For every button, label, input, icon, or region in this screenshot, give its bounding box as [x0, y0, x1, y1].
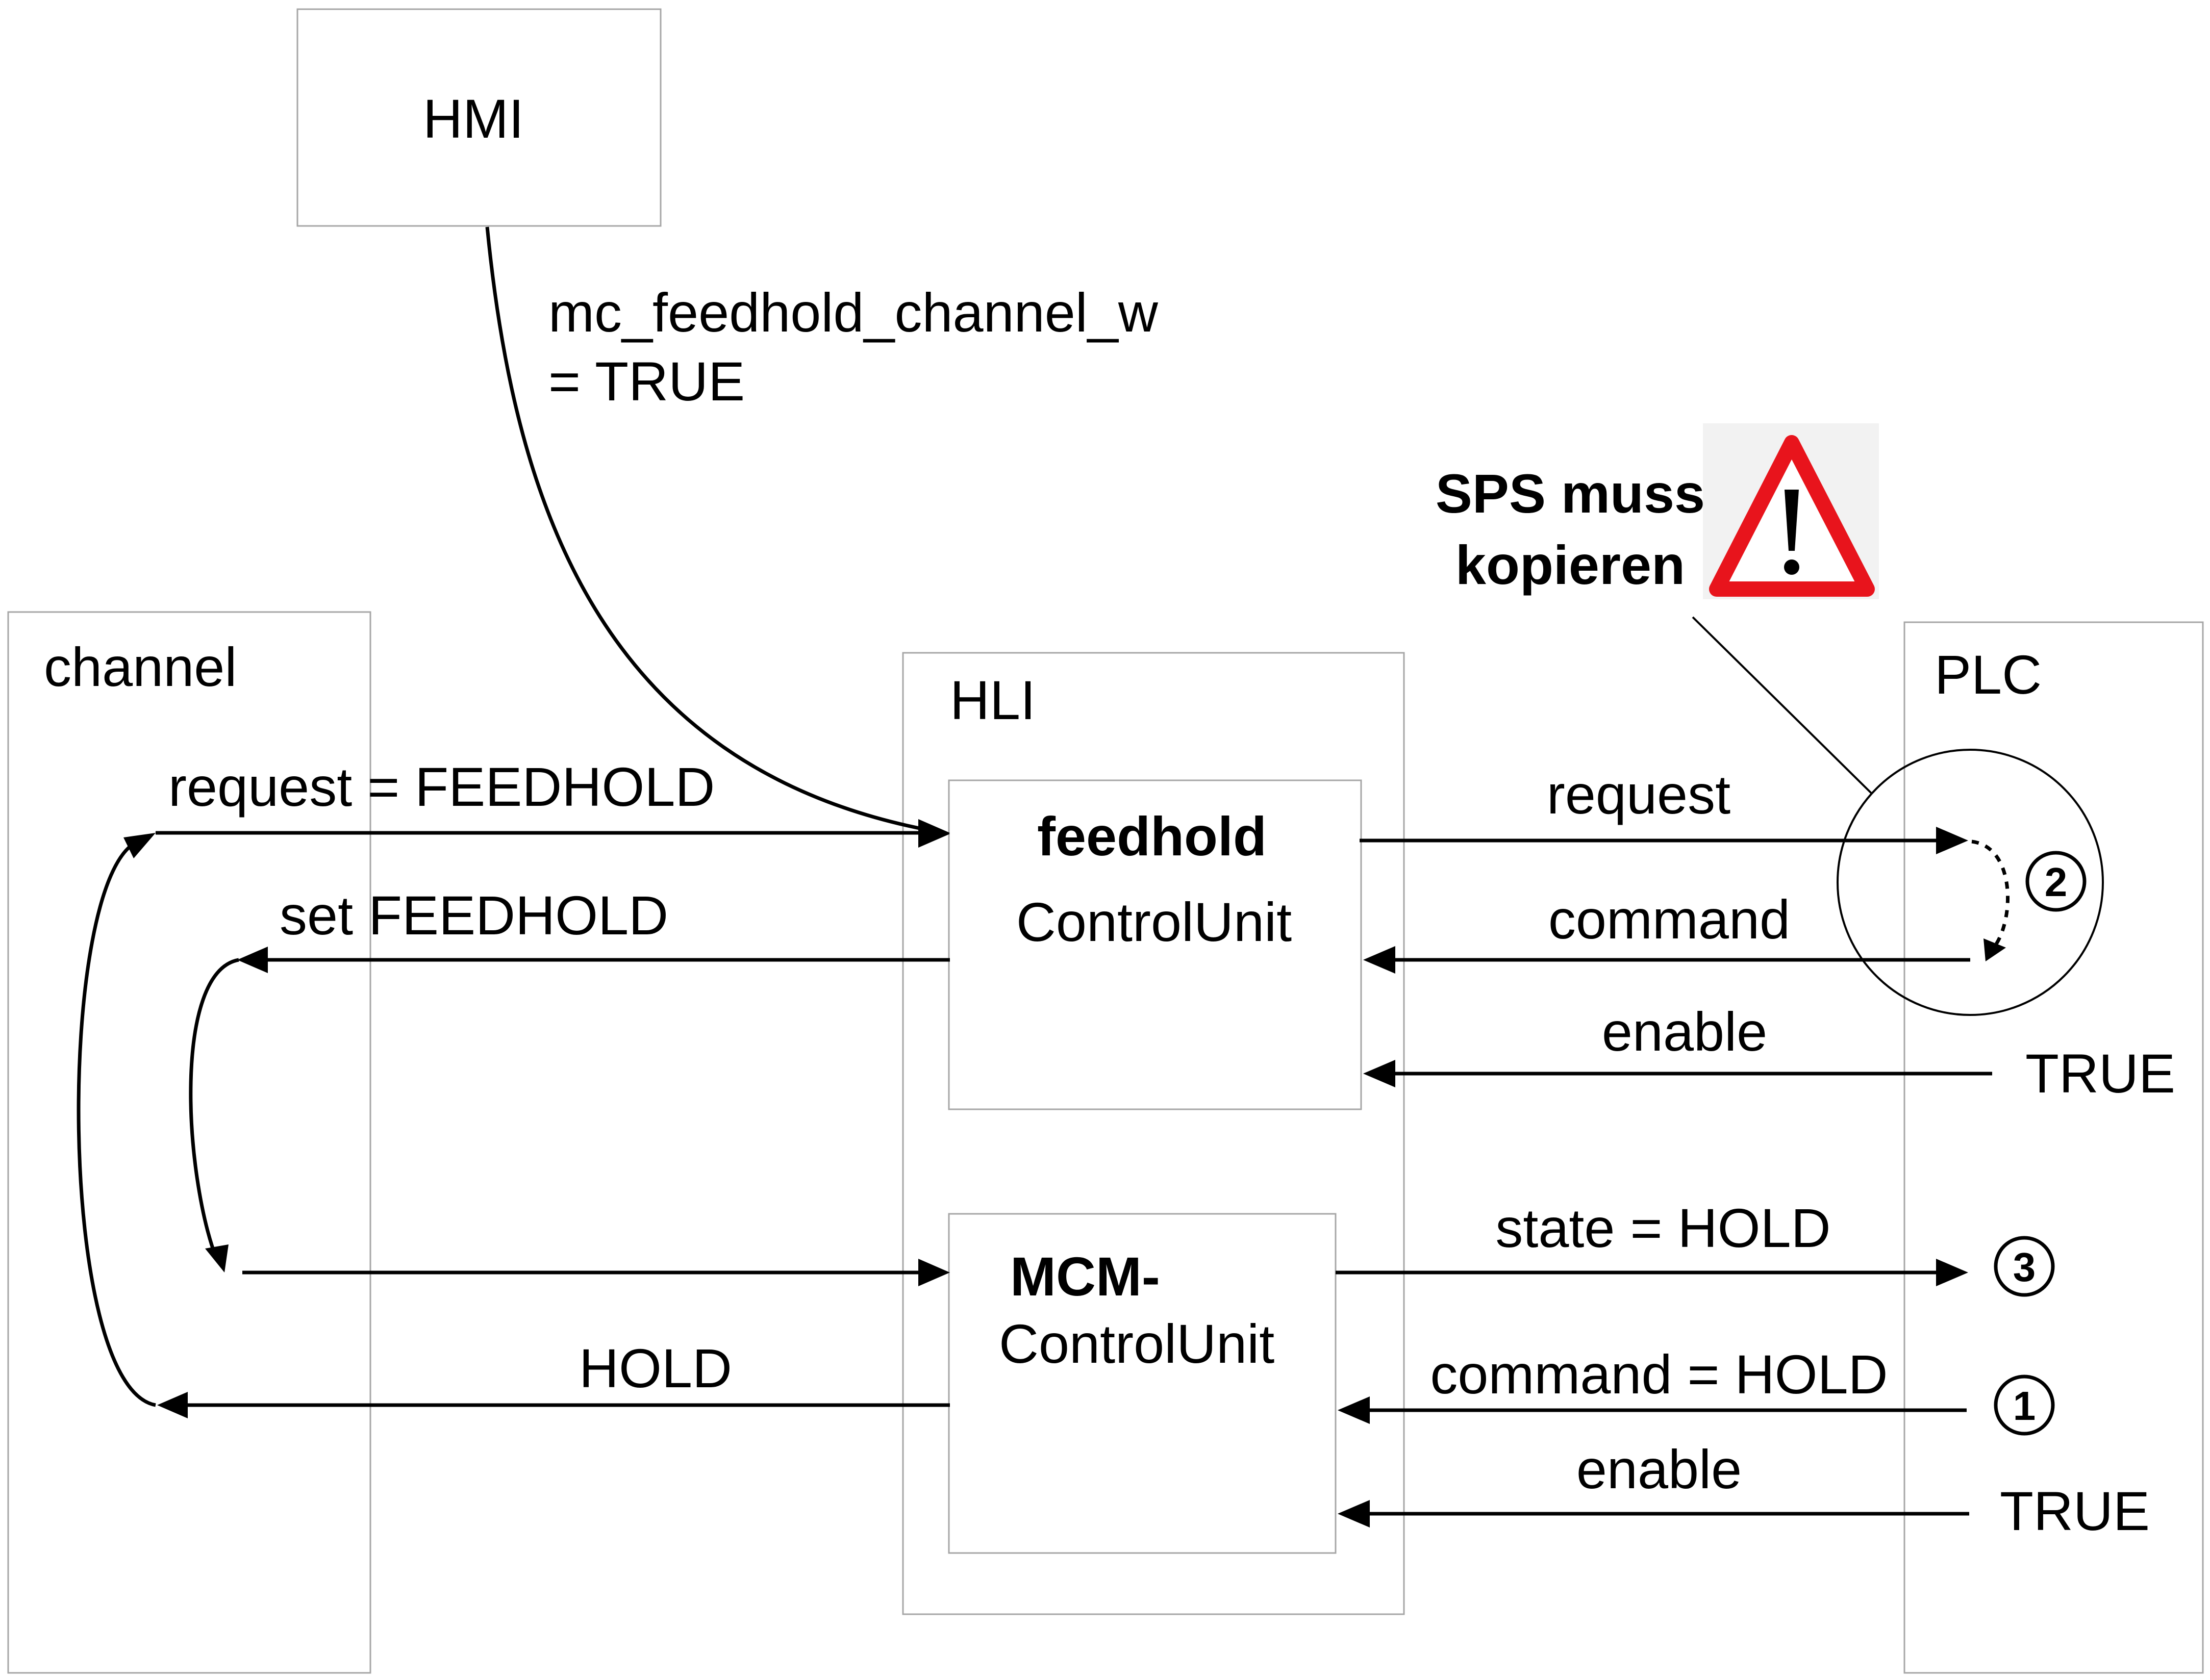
enable2-label: enable — [1576, 1438, 1742, 1500]
request-label: request — [1547, 763, 1730, 825]
feedhold-controlunit-box — [948, 779, 1362, 1110]
mcm-unit-title: MCM- — [1010, 1245, 1160, 1307]
hmi-signal-line1: mc_feedhold_channel_w — [548, 282, 1159, 343]
channel-box — [7, 611, 371, 1674]
plc-copy-dashed-curve — [1971, 839, 2010, 951]
mcm-controlunit-box — [948, 1213, 1337, 1554]
request-feedhold-label: request = FEEDHOLD — [168, 756, 715, 818]
plc-box — [1903, 621, 2204, 1674]
true2-label: TRUE — [2000, 1480, 2150, 1542]
command-hold-label: command = HOLD — [1430, 1343, 1888, 1405]
hmi-to-feedhold-curve — [485, 226, 944, 835]
svg-text:2: 2 — [2045, 859, 2068, 905]
hmi-box — [296, 8, 662, 227]
channel-label: channel — [44, 636, 237, 698]
svg-text:3: 3 — [2013, 1244, 2036, 1290]
hold-label: HOLD — [579, 1337, 732, 1399]
warning-text-line1: SPS muss — [1436, 463, 1705, 524]
warning-triangle-icon — [1703, 423, 1879, 599]
warning-text-line2: kopieren — [1455, 534, 1685, 596]
hmi-label: HMI — [423, 88, 524, 149]
state-hold-label: state = HOLD — [1495, 1197, 1830, 1259]
feedhold-unit-subtitle: ControlUnit — [1016, 891, 1292, 953]
enable1-label: enable — [1602, 1001, 1767, 1062]
set-feedhold-loop-curve — [189, 958, 239, 1261]
step-1-marker: 1 — [1994, 1374, 2055, 1436]
feedhold-unit-title: feedhold — [1037, 805, 1267, 867]
svg-text:1: 1 — [2013, 1383, 2036, 1429]
warning-pointer-line — [1692, 616, 1872, 794]
step-3-marker: 3 — [1994, 1236, 2055, 1297]
plc-label: PLC — [1935, 644, 2042, 705]
step-2-marker: 2 — [2025, 851, 2087, 912]
true1-label: TRUE — [2025, 1042, 2175, 1104]
mcm-unit-subtitle: ControlUnit — [999, 1313, 1274, 1374]
set-feedhold-label: set FEEDHOLD — [280, 884, 668, 946]
hold-loop-curve — [77, 839, 156, 1407]
hmi-signal-line2: = TRUE — [548, 350, 745, 412]
command-label: command — [1548, 888, 1790, 950]
hli-label: HLI — [950, 669, 1036, 731]
highlight-circle — [1837, 749, 2104, 1016]
